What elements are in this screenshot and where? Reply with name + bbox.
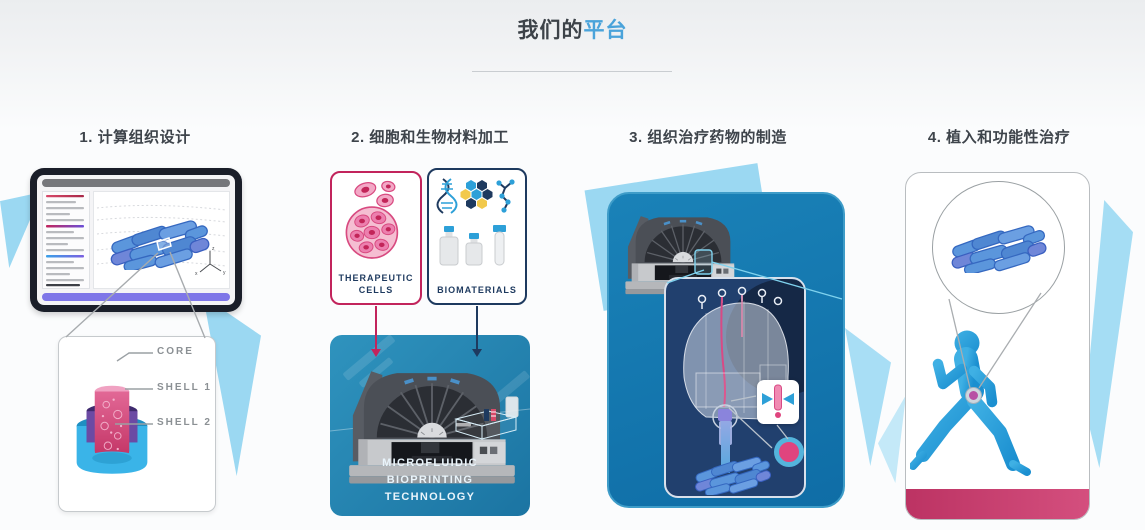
page-title: 我们的平台 xyxy=(0,14,1145,44)
svg-text:z: z xyxy=(212,246,215,252)
step-1-heading: 1. 计算组织设计 xyxy=(79,129,191,146)
core-label: CORE xyxy=(157,346,194,357)
tablet-illustration: z x y xyxy=(30,168,242,312)
shell2-label: SHELL 2 xyxy=(157,417,212,428)
runner-illustration xyxy=(910,330,1031,476)
design-viewport: z x y xyxy=(93,191,230,289)
biomaterials-box: BIOMATERIALS xyxy=(427,168,527,305)
bioprinter-illustration xyxy=(348,370,516,485)
core-shell-callout-box: CORE SHELL 1 SHELL 2 xyxy=(58,336,216,512)
deco-band-4 xyxy=(1085,200,1133,468)
screen-bottombar xyxy=(42,293,230,301)
card-bottom-strip xyxy=(906,489,1089,519)
biomaterials-icons xyxy=(436,178,515,266)
nozzle-callout-box xyxy=(757,380,799,424)
bioprinter-scene xyxy=(330,370,530,485)
page-title-prefix: 我们的 xyxy=(517,19,584,42)
magnifier-circle xyxy=(932,181,1065,314)
implant-site-marker xyxy=(966,388,981,403)
cylinder-illustration xyxy=(76,385,148,474)
axis-icon xyxy=(199,251,222,273)
title-divider xyxy=(472,71,672,72)
therapeutic-cells-box: THERAPEUTIC CELLS xyxy=(330,171,422,305)
hexagons-icon xyxy=(460,180,493,209)
consumables-illustration xyxy=(454,396,519,440)
implant-card xyxy=(905,172,1090,520)
sidebar-lines-illustration xyxy=(46,195,84,287)
fiber-cross-section-marker xyxy=(774,437,804,467)
therapeutic-cells-label: THERAPEUTIC CELLS xyxy=(338,272,414,295)
screen-topbar xyxy=(42,179,230,187)
design-software-sidebar xyxy=(42,191,90,289)
biomaterials-label: BIOMATERIALS xyxy=(437,284,517,295)
nozzle-cross-section-icon xyxy=(762,384,794,418)
page-title-accent: 平台 xyxy=(583,19,628,42)
step-2-heading: 2. 细胞和生物材料加工 xyxy=(351,129,509,146)
bottles-icon xyxy=(439,225,506,266)
tissue-design-illustration: z x y xyxy=(96,204,227,277)
tablet-screen: z x y xyxy=(37,175,235,305)
deco-triangle-4 xyxy=(878,395,906,483)
step-4-heading: 4. 植入和功能性治疗 xyxy=(927,129,1071,146)
shell1-label: SHELL 1 xyxy=(157,382,212,393)
svg-text:y: y xyxy=(223,270,226,276)
bioprinting-caption: MICROFLUIDIC BIOPRINTING TECHNOLOGY xyxy=(382,456,478,503)
polymer-icon xyxy=(496,179,515,213)
step-3-heading: 3. 组织治疗药物的制造 xyxy=(629,129,787,146)
dna-icon xyxy=(436,178,458,214)
therapeutic-cells-icon xyxy=(345,180,399,259)
tissue-in-magnifier xyxy=(948,222,1049,273)
bioprinting-box: MICROFLUIDIC BIOPRINTING TECHNOLOGY xyxy=(330,335,530,516)
svg-text:x: x xyxy=(195,271,198,277)
